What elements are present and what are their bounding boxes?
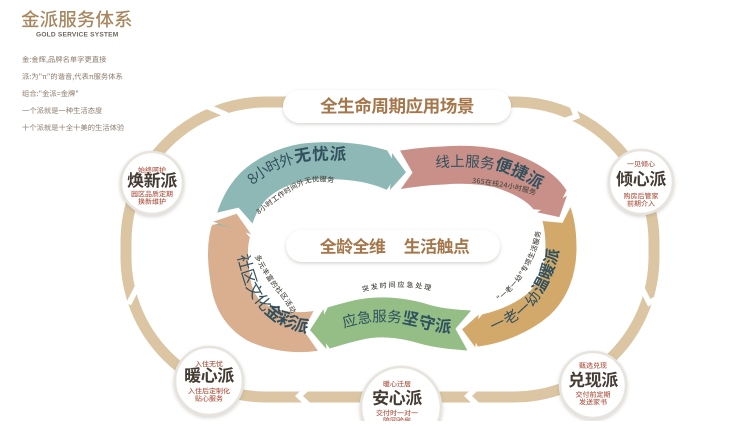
svg-text:GOLD SERVICE SYSTEM: GOLD SERVICE SYSTEM <box>36 31 119 38</box>
